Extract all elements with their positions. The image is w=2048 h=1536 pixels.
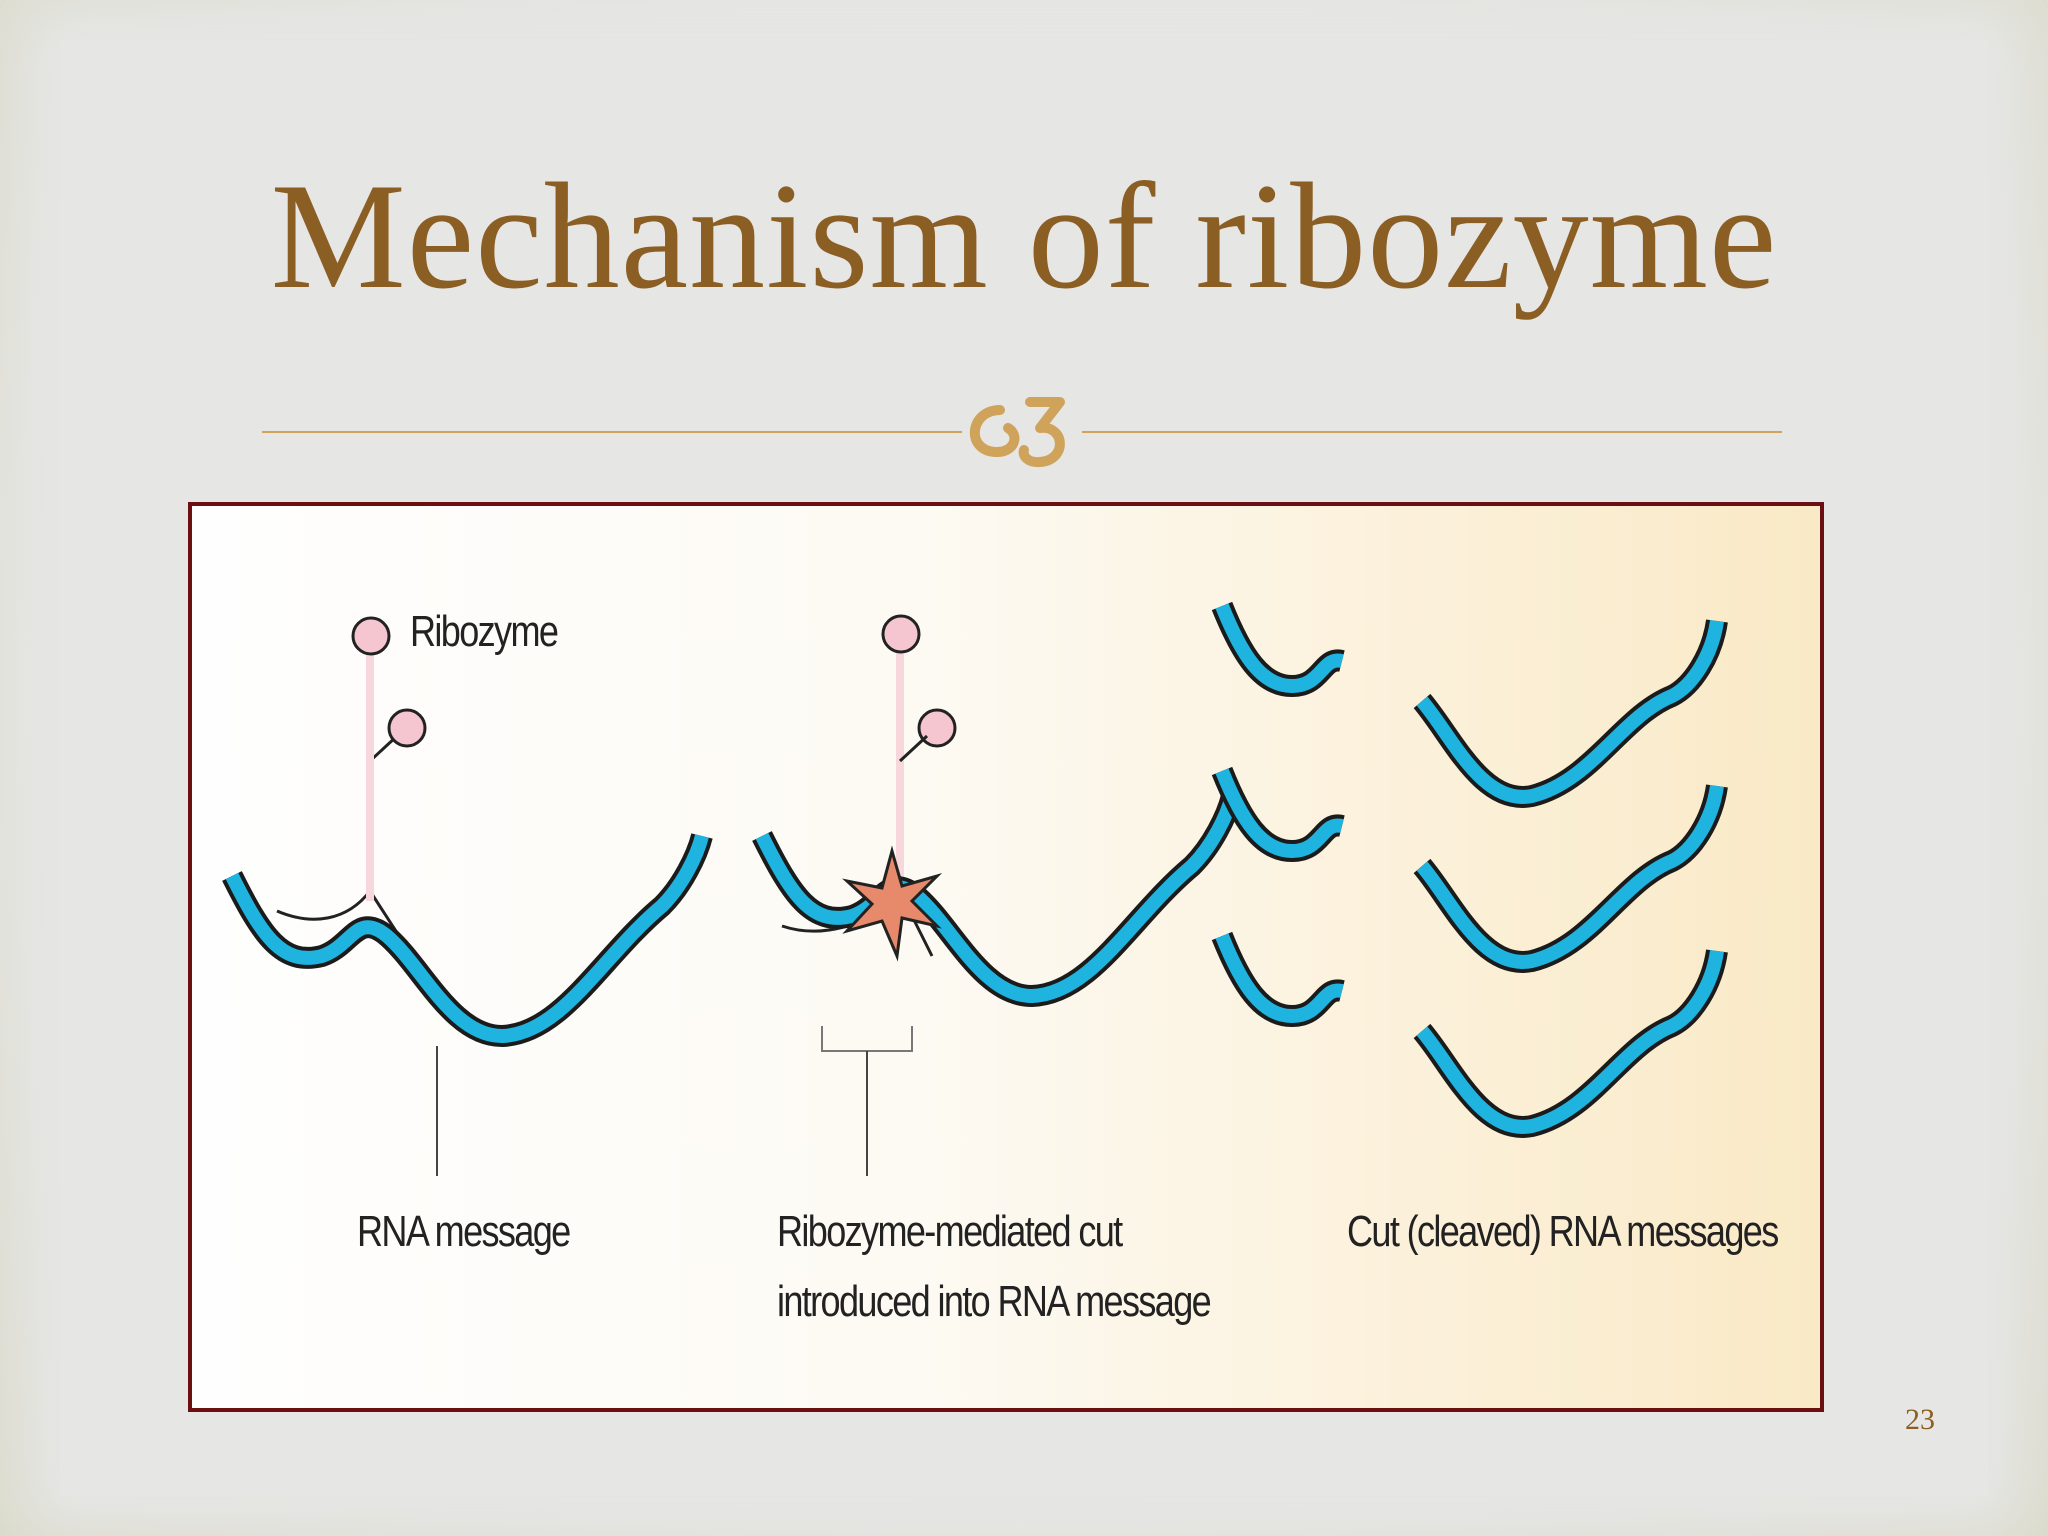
- flourish-ornament-icon: [969, 397, 1065, 468]
- ribozyme-diagram: Ribozyme RNA message Ribozyme-mediated c…: [188, 502, 1824, 1412]
- label-cleaved-messages: Cut (cleaved) RNA messages: [1347, 1207, 1779, 1256]
- title-divider-left: [262, 431, 962, 433]
- page-number: 23: [1905, 1403, 1935, 1436]
- label-cut-line1: Ribozyme-mediated cut: [777, 1207, 1123, 1256]
- panel-rna-message: [232, 616, 702, 1176]
- ribozyme-loop-icon: [351, 616, 391, 656]
- cut-burst-icon: [842, 845, 943, 962]
- label-cut-line2: introduced into RNA message: [777, 1277, 1212, 1326]
- ribozyme-structure: [276, 616, 427, 957]
- label-ribozyme: Ribozyme: [410, 607, 559, 656]
- panel-ribozyme-cut: [762, 614, 1232, 1176]
- ribozyme-diagram-svg: [192, 601, 1820, 1176]
- slide-title: Mechanism of ribozyme: [270, 152, 1778, 320]
- title-divider-right: [1082, 431, 1782, 433]
- label-rna-message: RNA message: [357, 1207, 571, 1256]
- panel-cleaved-messages: [1222, 601, 1717, 1127]
